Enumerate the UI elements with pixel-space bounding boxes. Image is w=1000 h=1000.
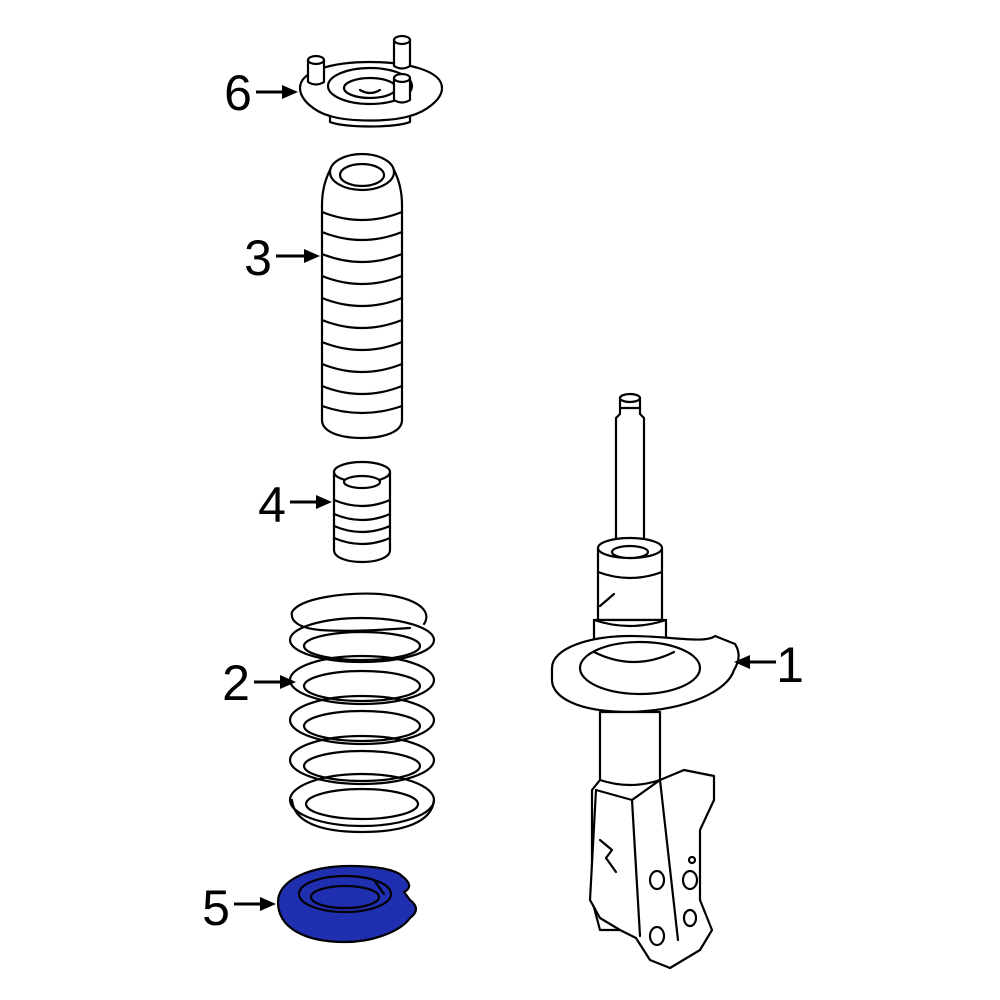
callout-3-label: 3 [244, 230, 272, 286]
callout-4: 4 [258, 477, 332, 533]
bump-stop[interactable] [332, 460, 392, 564]
coil-spring[interactable] [288, 592, 436, 834]
spring-insulator[interactable] [276, 864, 418, 944]
callout-5: 5 [202, 880, 276, 936]
callout-6: 6 [224, 65, 298, 121]
strut-mount[interactable] [298, 34, 444, 128]
callout-2-label: 2 [222, 655, 250, 711]
strut-assembly[interactable] [550, 392, 740, 970]
callout-5-label: 5 [202, 880, 230, 936]
callout-1: 1 [734, 637, 804, 693]
callout-6-label: 6 [224, 65, 252, 121]
callout-2: 2 [222, 655, 296, 711]
callout-3: 3 [244, 230, 320, 286]
callout-4-label: 4 [258, 477, 286, 533]
dust-boot[interactable] [320, 152, 404, 440]
callout-1-label: 1 [776, 637, 804, 693]
